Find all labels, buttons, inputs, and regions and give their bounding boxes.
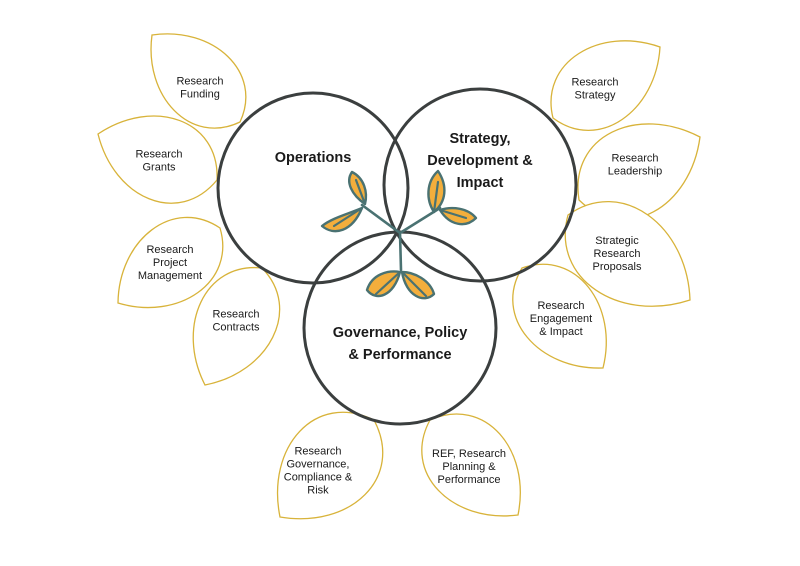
- circle-label-line: Impact: [457, 175, 504, 191]
- circle-group: [216, 87, 578, 426]
- circle-label-governance: Governance, Policy & Performance: [333, 325, 468, 363]
- leaf-label-line: Research: [593, 248, 640, 260]
- leaf-research-funding: [150, 33, 247, 129]
- leaf-label-line: Engagement: [530, 313, 592, 325]
- leaf-label-line: Risk: [307, 485, 329, 497]
- leaf-label-line: Research: [176, 76, 223, 88]
- leaf-research-grants: [97, 115, 218, 204]
- leaf-label-line: Project: [153, 257, 187, 269]
- leaf-label-line: Proposals: [593, 261, 642, 273]
- leaf-label-line: Planning &: [442, 461, 496, 473]
- leaf-label-line: Research: [146, 244, 193, 256]
- circle-label-line: & Performance: [348, 347, 451, 363]
- leaf-label-line: Leadership: [608, 166, 662, 178]
- leaf-strategic-research-proposals: [564, 201, 691, 307]
- leaf-label-line: Research: [294, 446, 341, 458]
- circle-label-line: Development &: [427, 153, 533, 169]
- leaf-research-contracts: [192, 267, 281, 386]
- leaf-label-line: Research: [611, 153, 658, 165]
- leaf-group: [97, 33, 701, 520]
- leaf-label-line: Strategy: [575, 90, 616, 102]
- leaf-ref-research-planning-performance: [421, 413, 521, 517]
- leaf-label-line: Contracts: [212, 322, 260, 334]
- leaf-label-line: Research: [135, 149, 182, 161]
- circle-strategy: [382, 87, 578, 283]
- circle-operations: [216, 91, 410, 285]
- circle-label-strategy: Strategy, Development & Impact: [427, 131, 533, 191]
- leaf-label-line: Management: [138, 270, 202, 282]
- leaf-label-line: Research: [212, 309, 259, 321]
- leaf-label-line: Research: [571, 77, 618, 89]
- leaf-label-line: Research: [537, 300, 584, 312]
- sprout-icon: [320, 169, 478, 300]
- circle-label-line: Governance, Policy: [333, 325, 468, 341]
- leaf-label-line: Grants: [142, 162, 176, 174]
- circle-label-operations: Operations: [275, 150, 352, 166]
- leaf-label-line: Governance,: [287, 459, 350, 471]
- leaf-label-line: Compliance &: [284, 472, 353, 484]
- leaf-label-line: Performance: [438, 474, 501, 486]
- leaf-research-governance-compliance-risk: [276, 411, 384, 520]
- leaf-label-line: & Impact: [539, 326, 582, 338]
- circle-label-line: Strategy,: [450, 131, 511, 147]
- leaf-research-engagement-impact: [512, 263, 607, 369]
- leaf-label-line: Funding: [180, 89, 220, 101]
- leaf-label-line: Strategic: [595, 235, 639, 247]
- leaf-research-strategy: [550, 40, 661, 131]
- leaf-research-project-management: [117, 216, 224, 309]
- circle-label-line: Operations: [275, 150, 352, 166]
- leaf-label-line: REF, Research: [432, 448, 506, 460]
